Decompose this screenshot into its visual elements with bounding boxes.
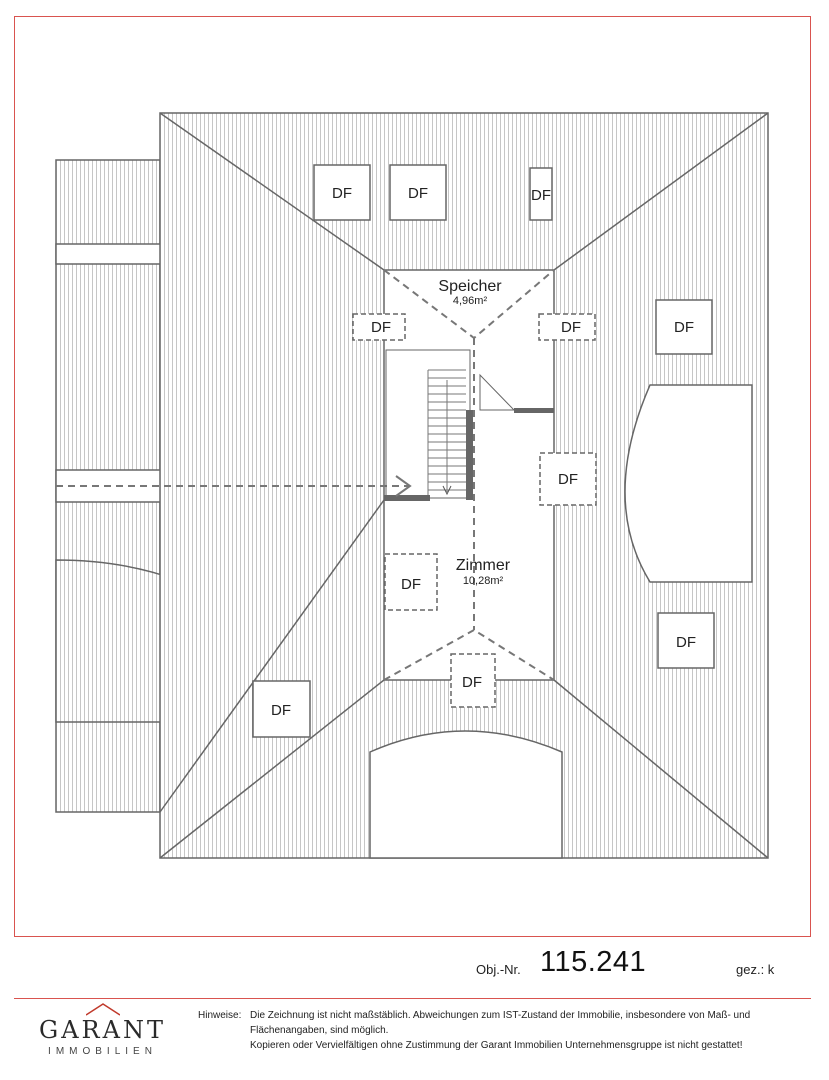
skylight-8 bbox=[538, 313, 596, 341]
skylights bbox=[252, 164, 715, 738]
notes-line: Die Zeichnung ist nicht maßstäblich. Abw… bbox=[250, 1010, 751, 1021]
df-label: DF bbox=[462, 674, 482, 691]
df-label: DF bbox=[531, 187, 551, 204]
frame-right bbox=[810, 16, 811, 936]
df-label: DF bbox=[674, 319, 694, 336]
df-label: DF bbox=[401, 576, 421, 593]
room-name-zimmer: Zimmer bbox=[456, 557, 511, 574]
df-label: DF bbox=[561, 319, 581, 336]
logo-wordmark: GARANT bbox=[39, 1016, 166, 1044]
df-label: DF bbox=[676, 634, 696, 651]
notes-line: Kopieren oder Vervielfältigen ohne Zusti… bbox=[250, 1040, 743, 1051]
garant-logo: GARANT IMMOBILIEN bbox=[30, 1003, 175, 1057]
floor-plan: DF DF DF DF DF DF DF DF DF DF DF Speiche… bbox=[55, 112, 769, 859]
room-area-speicher: 4,96m² bbox=[453, 295, 488, 307]
notes-line: Flächenangaben, sind möglich. bbox=[250, 1025, 389, 1036]
skylight-10 bbox=[384, 553, 438, 611]
df-label: DF bbox=[332, 185, 352, 202]
skylight-9 bbox=[539, 452, 597, 506]
room-area-zimmer: 10,28m² bbox=[463, 575, 504, 587]
frame-divider-1 bbox=[14, 936, 811, 937]
skylight-1 bbox=[313, 164, 371, 221]
df-label: DF bbox=[408, 185, 428, 202]
logo-subtitle: IMMOBILIEN bbox=[48, 1046, 157, 1057]
frame-divider-2 bbox=[14, 998, 811, 999]
notes-label: Hinweise: bbox=[198, 1010, 242, 1021]
room-name-speicher: Speicher bbox=[438, 278, 502, 295]
skylight-7 bbox=[352, 313, 406, 341]
frame-top bbox=[14, 16, 811, 17]
df-label: DF bbox=[271, 702, 291, 719]
skylight-5 bbox=[657, 612, 715, 669]
skylight-3 bbox=[529, 167, 553, 221]
frame-left bbox=[14, 16, 15, 936]
skylight-2 bbox=[389, 164, 447, 221]
skylight-6 bbox=[252, 680, 311, 738]
df-label: DF bbox=[371, 319, 391, 336]
skylight-4 bbox=[655, 299, 713, 355]
room-labels: Speicher 4,96m² Zimmer 10,28m² bbox=[438, 278, 510, 587]
logo-roof-icon bbox=[86, 1003, 120, 1016]
object-number-label: Obj.-Nr. bbox=[476, 962, 521, 977]
skylight-labels: DF DF DF DF DF DF DF DF DF DF DF bbox=[271, 185, 696, 719]
skylight-11 bbox=[450, 653, 496, 708]
drawn-by: gez.: k bbox=[736, 962, 775, 977]
object-number-value: 115.241 bbox=[540, 946, 647, 978]
df-label: DF bbox=[558, 471, 578, 488]
